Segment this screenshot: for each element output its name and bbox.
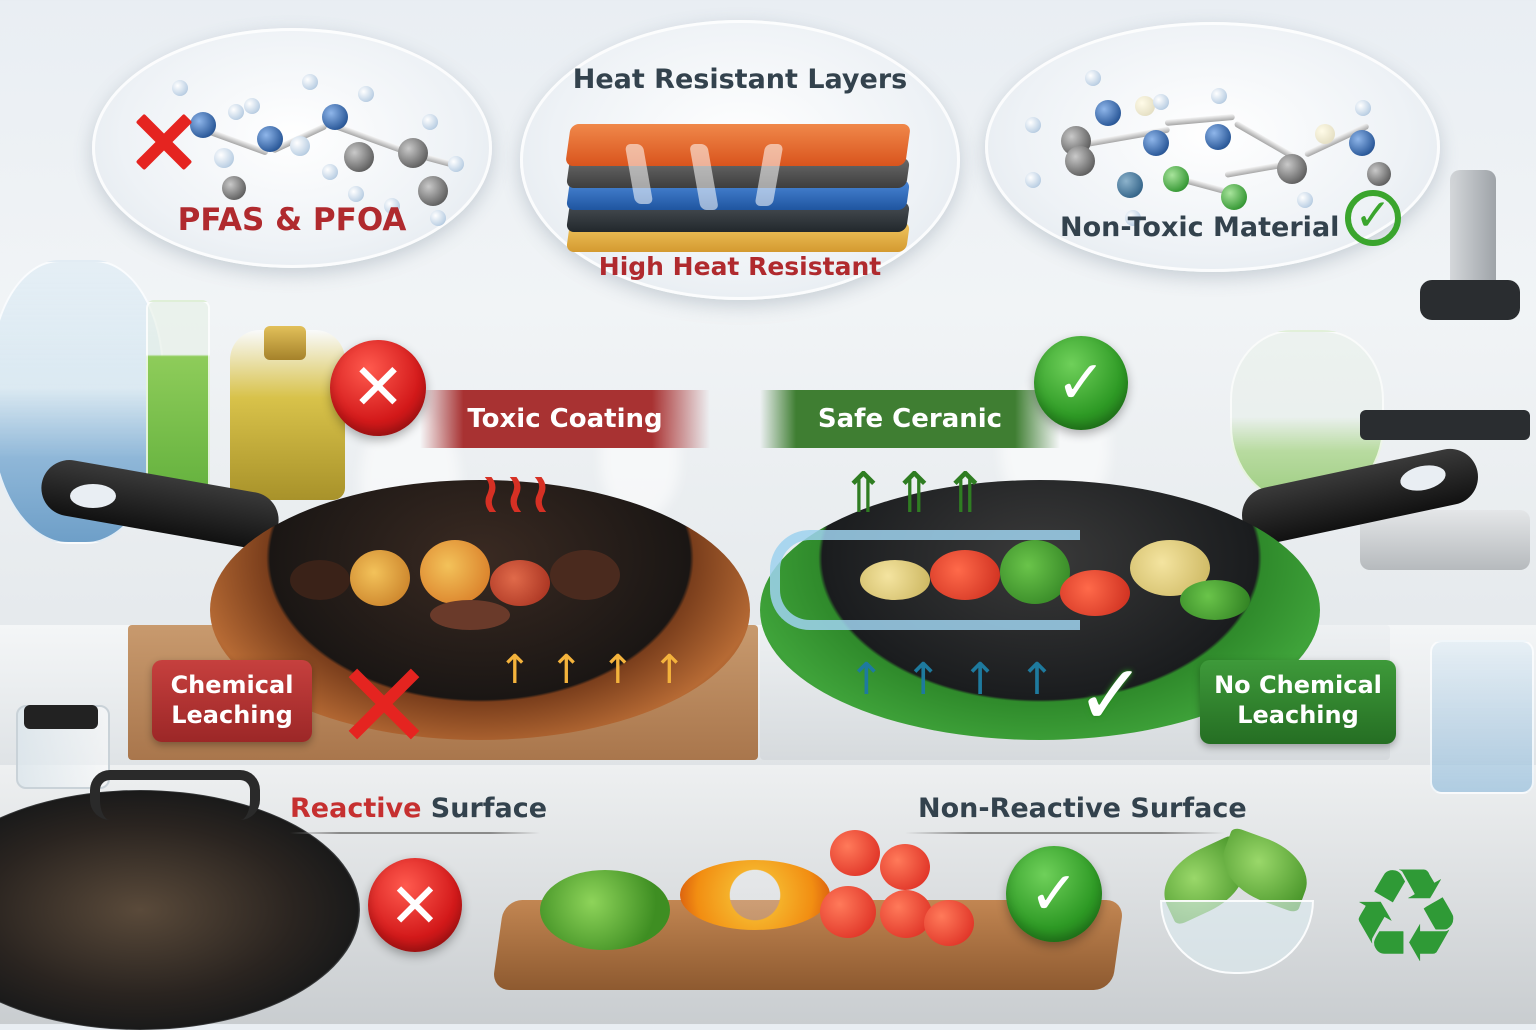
recycle-icon: ♻ bbox=[1347, 840, 1465, 992]
tomato bbox=[880, 844, 930, 890]
panel-pfas: PFAS & PFOA bbox=[92, 28, 492, 268]
no-chemical-leaching-line1: No Chemical bbox=[1214, 671, 1382, 699]
old-pan-handle bbox=[90, 770, 260, 820]
layer-stack bbox=[520, 110, 960, 260]
x-mark-icon bbox=[346, 666, 422, 742]
reactive-surface-label: Reactive Surface bbox=[290, 793, 547, 824]
check-badge-icon: ✓ bbox=[1034, 336, 1128, 430]
microscope-arm bbox=[1420, 280, 1520, 320]
microscope-base bbox=[1360, 510, 1530, 570]
no-chemical-leaching-line2: Leaching bbox=[1237, 701, 1359, 729]
glass-bowl bbox=[1160, 900, 1314, 974]
food-left bbox=[290, 520, 670, 630]
tomato bbox=[880, 890, 932, 938]
toxic-coating-label: Toxic Coating bbox=[467, 404, 663, 434]
jar-lid bbox=[24, 705, 98, 729]
check-mark-icon: ✓ bbox=[1075, 646, 1147, 744]
check-mark-icon: ✓ bbox=[1345, 190, 1401, 246]
chemical-leaching-callout: Chemical Leaching bbox=[152, 660, 312, 742]
leaching-arrows-left: ↑↑↑↑ bbox=[498, 647, 705, 693]
safe-ceramic-banner: Safe Ceranic bbox=[760, 390, 1060, 448]
pfas-label: PFAS & PFOA bbox=[177, 202, 407, 238]
bell-pepper bbox=[680, 860, 830, 930]
food-right bbox=[860, 520, 1260, 630]
panel-heat-layers: Heat Resistant Layers High Heat Resistan… bbox=[520, 20, 960, 300]
microscope-stage bbox=[1360, 410, 1530, 440]
chemical-leaching-line2: Leaching bbox=[171, 701, 293, 729]
non-reactive-surface-underline bbox=[905, 832, 1225, 834]
non-toxic-label: Non-Toxic Material bbox=[1060, 212, 1340, 243]
tomato bbox=[830, 830, 880, 876]
oil-bottle-cap bbox=[264, 326, 306, 360]
heat-arrow-icon: ≀≀≀ bbox=[480, 461, 555, 526]
tomato bbox=[924, 900, 974, 946]
ceramic-layer-cutaway bbox=[770, 530, 1080, 630]
x-mark-icon bbox=[134, 112, 194, 172]
beaker-right bbox=[1430, 640, 1534, 794]
handle-hole-left bbox=[70, 484, 116, 508]
chemical-leaching-line1: Chemical bbox=[170, 671, 294, 699]
molecule-non-toxic bbox=[1025, 62, 1405, 226]
heat-layers-title: Heat Resistant Layers bbox=[572, 64, 908, 95]
reactive-surface-underline bbox=[290, 832, 540, 834]
microscope bbox=[1360, 170, 1530, 610]
tomato bbox=[820, 886, 876, 938]
check-badge-icon: ✓ bbox=[1006, 846, 1102, 942]
herb-bowl bbox=[1150, 826, 1320, 980]
microscope-head bbox=[1450, 170, 1496, 290]
non-reactive-surface-label: Non-Reactive Surface bbox=[918, 793, 1247, 824]
broccoli bbox=[540, 870, 670, 950]
molecule-pfas bbox=[162, 68, 464, 226]
safe-heat-arrows: ⇑⇑⇑ bbox=[840, 461, 993, 526]
layer-orange bbox=[565, 124, 911, 166]
old-pan-bottom-left bbox=[0, 790, 360, 1030]
safe-ceramic-label: Safe Ceranic bbox=[817, 404, 1003, 434]
vegetables-bottom bbox=[540, 830, 1000, 960]
toxic-coating-banner: Toxic Coating bbox=[420, 390, 710, 448]
x-badge-icon: ✕ bbox=[330, 340, 426, 436]
x-badge-icon: ✕ bbox=[368, 858, 462, 952]
panel-non-toxic: Non-Toxic Material ✓ bbox=[985, 22, 1440, 272]
high-heat-label: High Heat Resistant bbox=[598, 252, 882, 281]
surface-word: Surface bbox=[421, 793, 548, 824]
no-chemical-leaching-callout: No Chemical Leaching bbox=[1200, 660, 1396, 744]
reactive-word: Reactive bbox=[290, 793, 422, 824]
heat-arrows-right: ↑↑↑↑ bbox=[848, 654, 1076, 705]
